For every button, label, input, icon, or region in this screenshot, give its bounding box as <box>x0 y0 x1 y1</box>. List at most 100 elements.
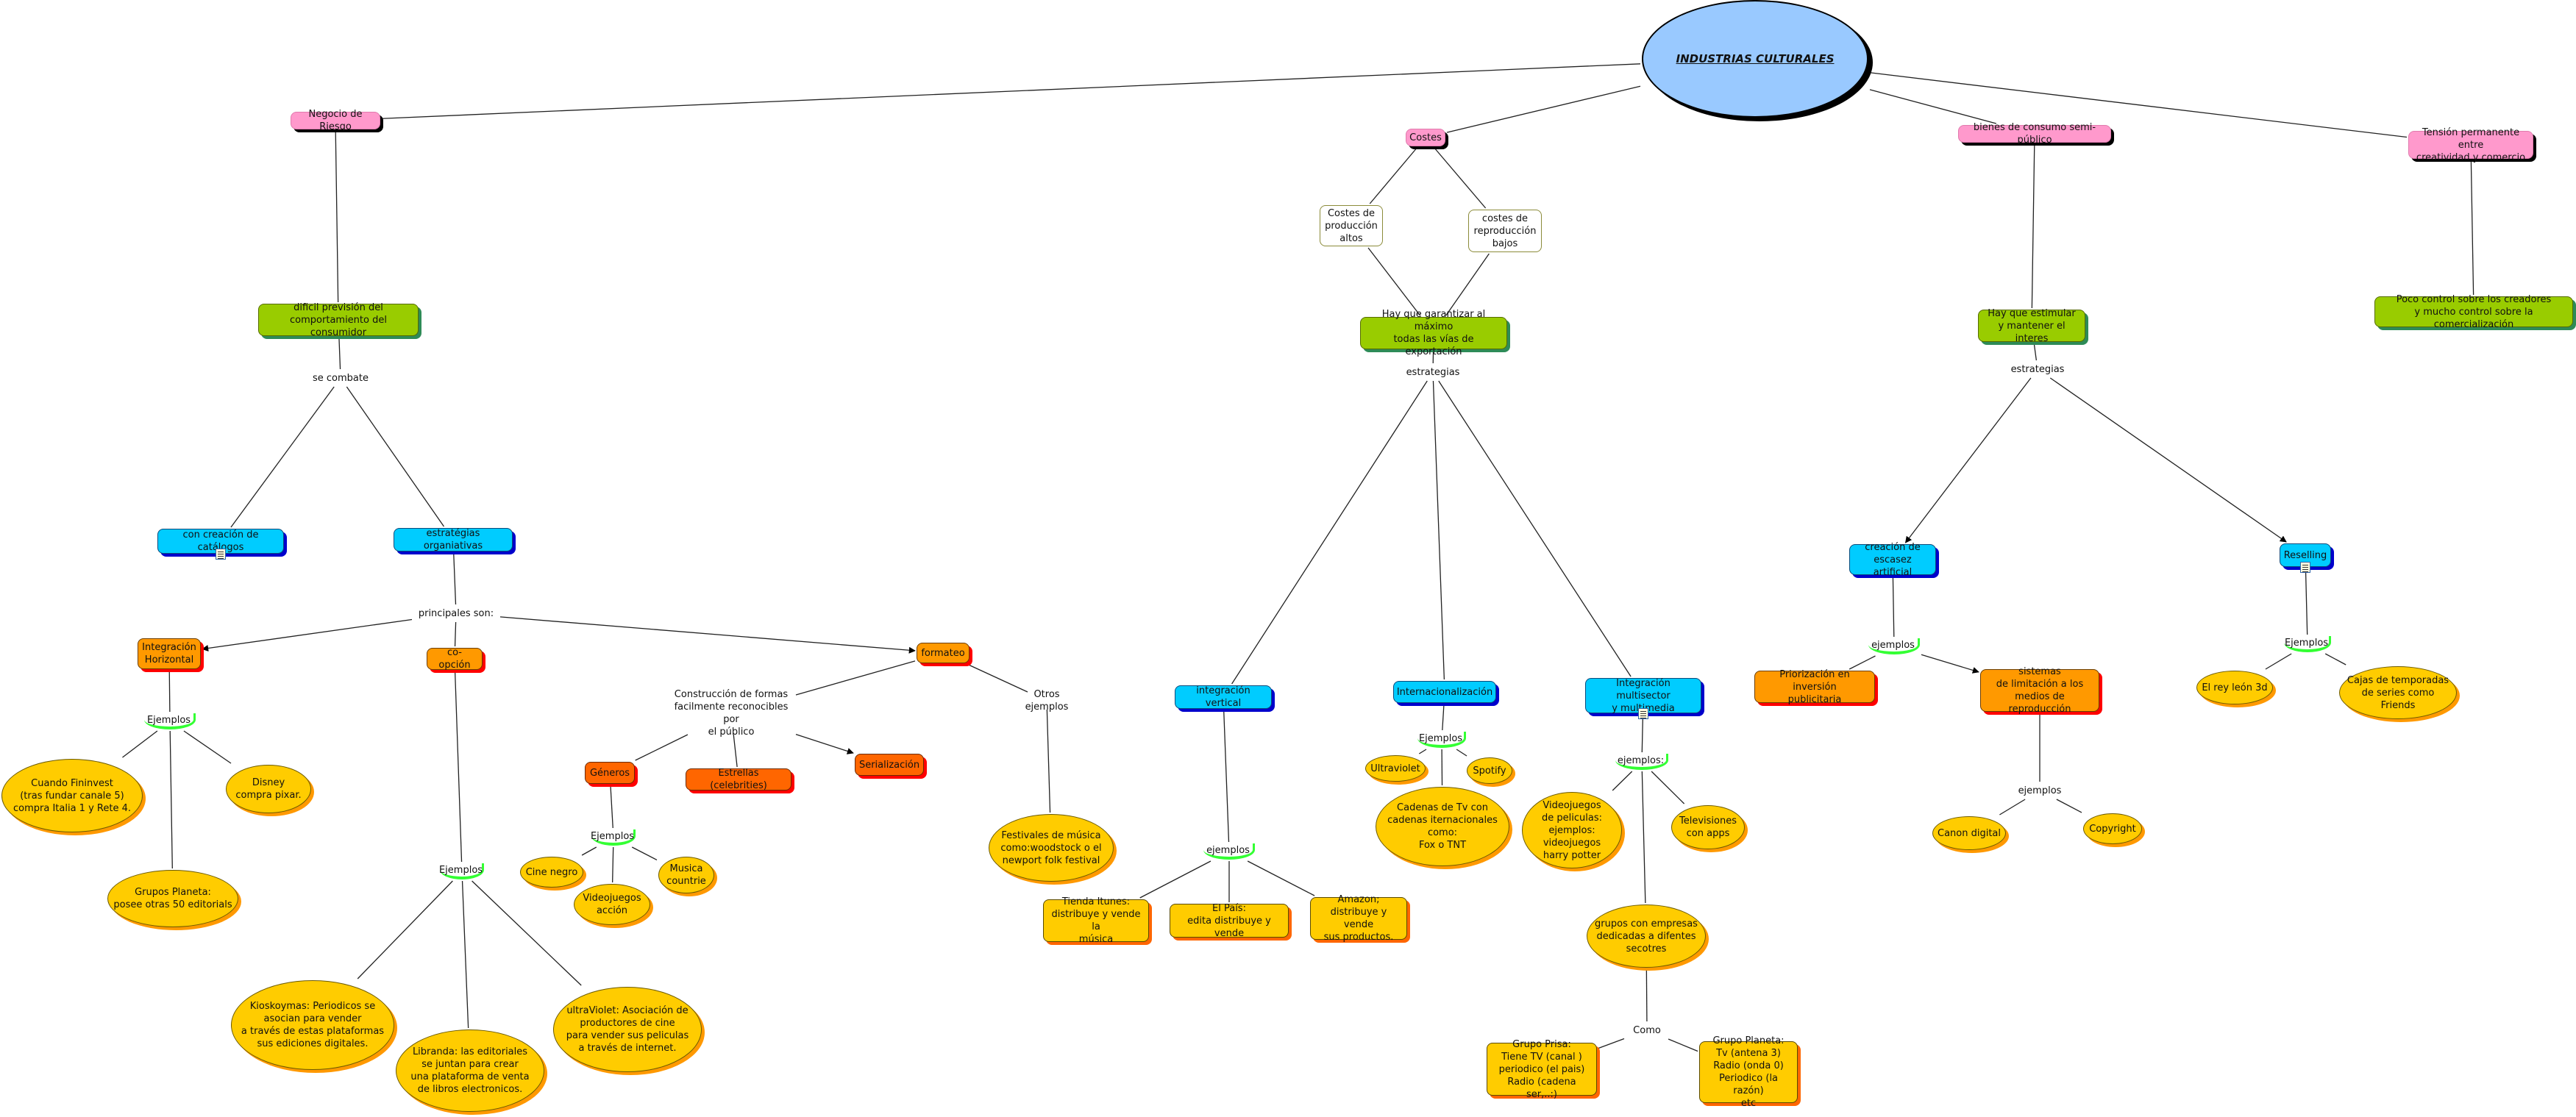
example-cadenas-tv[interactable]: Cadenas de Tv con cadenas iternacionales… <box>1376 787 1509 866</box>
example-grupo-prisa[interactable]: Grupo Prisa: Tiene TV (canal ) periodico… <box>1487 1039 1597 1100</box>
connector-root-tension <box>1869 72 2408 138</box>
connector-integracion_multisector-ejemplos_ms <box>1641 714 1644 753</box>
connector-ejemplos_co-kioskoymas <box>357 880 453 979</box>
connector-estrategias_exp-integracion_vertical <box>1231 380 1428 685</box>
connector-ejemplos_esc-sistemas_limitacion <box>1921 654 1979 674</box>
connector-root-negocio_riesgo <box>381 63 1641 119</box>
example-cajas-temporadas[interactable]: Cajas de temporadas de series como Frien… <box>2339 666 2457 719</box>
example-videojuegos-accion[interactable]: Videojuegos acción <box>574 884 650 925</box>
link-phrase-ejemplos: Ejemplos <box>144 713 196 729</box>
concept-generos[interactable]: Géneros <box>585 762 635 784</box>
example-grupo-planeta[interactable]: Grupo Planeta: Tv (antena 3) Radio (onda… <box>1699 1035 1798 1109</box>
connector-ejemplos_sis-canon_digital <box>1999 799 2026 816</box>
concept-internacionalizacion[interactable]: Internacionalización <box>1393 681 1496 703</box>
link-phrase-ejemplos: Ejemplos <box>439 863 484 879</box>
connector-principales_son-integracion_horizontal <box>202 618 413 652</box>
example-kioskoymas[interactable]: Kioskoymas: Periodicos se asocian para v… <box>231 980 394 1070</box>
example-grupos-planeta[interactable]: Grupos Planeta: posee otras 50 editorial… <box>107 870 238 927</box>
concept-tension-permanente[interactable]: Tensión permanente entre creatividad y c… <box>2408 127 2533 163</box>
example-cine-negro[interactable]: Cine negro <box>520 857 583 888</box>
document-resource-icon[interactable] <box>216 549 226 560</box>
connector-reselling-ejemplos_res <box>2305 568 2308 635</box>
connector-ejemplos_ih-disney <box>183 730 232 764</box>
concept-priorizacion-publicitaria[interactable]: Priorización en inversión publicitaria <box>1754 669 1875 705</box>
concept-poco-control[interactable]: Poco control sobre los creadores y mucho… <box>2374 294 2573 330</box>
concept-bienes-consumo[interactable]: bienes de consumo semi-público <box>1958 122 2111 146</box>
link-phrase-ejemplos: ejemplos <box>1203 843 1255 860</box>
connector-ejemplos_gen-cine_negro <box>581 846 597 856</box>
concept-reselling[interactable]: Reselling <box>2280 543 2331 573</box>
connector-ejemplos_co-ultraviolet_assoc <box>472 880 582 986</box>
connector-principales_son-coopcion <box>454 621 457 647</box>
connector-ejemplos_ms-grupos_empresas <box>1641 771 1646 904</box>
connector-coopcion-ejemplos_co <box>454 671 463 863</box>
connector-integracion_vertical-ejemplos_iv <box>1223 710 1230 843</box>
connector-otros_ejemplos-festivales <box>1046 709 1051 813</box>
concept-costes-produccion[interactable]: Costes de producción altos <box>1320 205 1383 246</box>
concept-estimular-interes[interactable]: Hay que estimular y mantener el interes <box>1978 308 2085 344</box>
connector-ejemplos_sis-copyright <box>2056 799 2082 813</box>
concept-integracion-multisector[interactable]: Integración multisector y multimedia <box>1585 678 1701 719</box>
link-phrase-se-combate: se combate <box>307 371 374 385</box>
concept-estrategias-organiativas[interactable]: estratégias organiativas <box>394 528 513 552</box>
concept-label: con creación de catálogos <box>182 529 259 553</box>
connector-principales_son-formateo <box>499 616 916 654</box>
example-disney[interactable]: Disney compra pixar. <box>226 765 311 813</box>
concept-integracion-horizontal[interactable]: Integración Horizontal <box>138 638 201 669</box>
example-canon-digital[interactable]: Canon digital <box>1932 816 2006 850</box>
example-el-pais[interactable]: El País: edita distribuye y vende <box>1170 903 1289 939</box>
connector-ejemplos_int-spotify <box>1456 749 1467 757</box>
example-spotify[interactable]: Spotify <box>1467 757 1512 784</box>
example-televisiones-apps[interactable]: Televisiones con apps <box>1671 805 1745 849</box>
connector-ejemplos_iv-amazon <box>1247 860 1315 896</box>
connector-ejemplos_ih-fininvest <box>122 730 158 758</box>
link-phrase-otros-ejemplos: Otros ejemplos <box>1011 689 1083 713</box>
connector-generos-ejemplos_gen <box>610 785 613 829</box>
concept-sistemas-limitacion[interactable]: sistemas de limitación a los medios de r… <box>1980 666 2099 715</box>
concept-co-opcion[interactable]: co-opción <box>427 647 483 671</box>
concept-costes[interactable]: Costes <box>1406 129 1445 146</box>
document-resource-icon[interactable] <box>1638 708 1648 719</box>
example-rey-leon[interactable]: El rey león 3d <box>2196 671 2273 704</box>
concept-catalogos[interactable]: con creación de catálogos <box>157 529 284 560</box>
example-libranda[interactable]: Libranda: las editoriales se juntan para… <box>396 1029 544 1112</box>
concept-serializacion[interactable]: Serialización <box>855 754 924 776</box>
connector-ejemplos_res-cajas_temporadas <box>2324 653 2346 665</box>
root-concept[interactable]: INDUSTRIAS CULTURALES <box>1642 0 1868 118</box>
connector-estrategias_exp-integracion_multisector <box>1438 380 1632 677</box>
example-videojuegos-peliculas[interactable]: Videojuegos de peliculas: ejemplos: vide… <box>1522 792 1622 868</box>
example-ultraviolet-asociacion[interactable]: ultraViolet: Asociación de productores d… <box>553 987 702 1072</box>
connector-dificil_prevision-se_combate <box>338 337 341 370</box>
example-fininvest[interactable]: Cuando Fininvest (tras fundar canale 5) … <box>1 759 143 832</box>
connector-ejemplos_esc-priorizacion <box>1849 655 1876 670</box>
concept-formateo[interactable]: formateo <box>917 643 969 663</box>
link-phrase-construccion-formas: Construcción de formas facilmente recono… <box>668 689 794 738</box>
example-musica-countrie[interactable]: Musica countrie <box>658 857 714 893</box>
connector-se_combate-catalogos <box>230 386 335 528</box>
connector-estrategias_org-principales_son <box>453 552 457 605</box>
example-amazon[interactable]: Amazon; distribuye y vende sus productos… <box>1310 894 1407 943</box>
concept-negocio-riesgo[interactable]: Negocio de Riesgo <box>291 109 380 132</box>
concept-escasez-artificial[interactable]: creación de escasez artificial <box>1849 542 1936 578</box>
example-itunes[interactable]: Tienda Itunes: distribuye y vende la mús… <box>1043 896 1149 945</box>
connector-como-grupo_prisa <box>1598 1038 1625 1049</box>
concept-label: Reselling <box>2283 549 2327 561</box>
document-resource-icon[interactable] <box>2300 562 2310 573</box>
concept-estrellas[interactable]: Estrellas (celebrities) <box>686 768 791 791</box>
concept-garantizar-exportacion[interactable]: Hay que garantizar al máximo todas las v… <box>1360 309 1507 357</box>
connector-se_combate-estrategias_org <box>346 386 445 527</box>
example-ultraviolet[interactable]: Ultraviolet <box>1365 755 1426 782</box>
connector-tension-poco_control <box>2470 160 2474 296</box>
example-copyright[interactable]: Copyright <box>2083 813 2142 844</box>
example-festivales[interactable]: Festivales de música como:woodstock o el… <box>989 814 1114 882</box>
connector-ejemplos_int-ultraviolet <box>1418 749 1427 754</box>
connector-costes_produccion-garantizar <box>1367 247 1421 316</box>
connector-ejemplos_co-libranda <box>461 880 469 1029</box>
connector-construccion-serializacion <box>795 734 854 754</box>
concept-costes-reproduccion[interactable]: costes de reproducción bajos <box>1468 210 1542 252</box>
concept-dificil-prevision[interactable]: dificil previsión del comportamiento del… <box>258 302 419 338</box>
concept-integracion-vertical[interactable]: integración vertical <box>1175 685 1272 709</box>
connector-costes-costes_reproduccion <box>1434 147 1487 209</box>
example-grupos-empresas[interactable]: grupos con empresas dedicadas a difentes… <box>1587 904 1706 968</box>
